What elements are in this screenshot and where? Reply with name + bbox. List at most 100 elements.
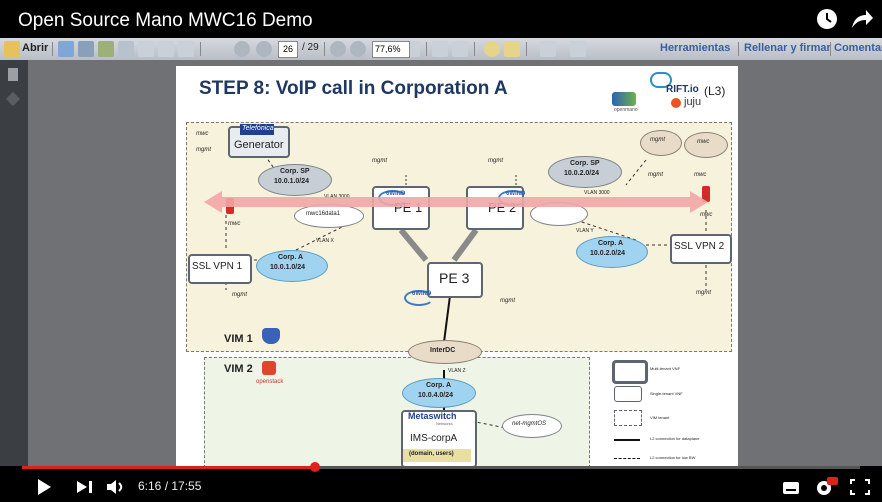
openstack-icon <box>262 361 276 375</box>
ssl-vpn-1-node <box>188 254 252 284</box>
email-icon[interactable] <box>178 41 194 57</box>
vlan-y-label: VLAN Y <box>576 228 594 234</box>
highlight-icon[interactable] <box>504 41 520 57</box>
right-mgmt-label: mgmt <box>648 172 663 178</box>
legend-vim-swatch <box>614 410 642 426</box>
ims-sub-bar <box>403 449 471 462</box>
fit-page-icon[interactable] <box>432 41 448 57</box>
page-total-text: / 29 <box>302 42 319 53</box>
ims-sub-label: (domain, users) <box>409 451 454 457</box>
vlan-x-label: VLAN X <box>316 238 334 244</box>
pages-icon[interactable] <box>8 68 18 81</box>
hand-tool-icon[interactable] <box>570 41 586 57</box>
subtitles-icon[interactable] <box>782 481 800 495</box>
corp-a-4-cloud <box>402 378 476 408</box>
corp-a-1-label: Corp. A <box>278 254 304 261</box>
interdc-cloud <box>408 340 482 364</box>
corp-a-1-net: 10.0.1.0/24 <box>270 264 306 271</box>
page-number-input[interactable]: 26 <box>278 41 298 58</box>
rift-logo-text: RIFT.io <box>666 84 699 95</box>
corp-sp-1-net: 10.0.1.0/24 <box>274 178 310 185</box>
volume-icon[interactable] <box>106 479 126 495</box>
voip-call-arrow <box>204 191 708 213</box>
pe2-mgmt-label: mgmt <box>488 158 503 164</box>
vim2-label: VIM 2 <box>224 363 253 375</box>
watch-later-icon[interactable] <box>816 8 838 30</box>
cloud-icon[interactable] <box>118 41 134 57</box>
progress-scrubber[interactable] <box>310 462 320 472</box>
fit-width-icon[interactable] <box>452 41 468 57</box>
pe3-6wind-logo <box>404 290 434 306</box>
vim2-area <box>204 357 590 468</box>
vpn1-mgmt-label: mgmt <box>232 292 247 298</box>
slide-title: STEP 8: VoIP call in Corporation A <box>199 78 508 99</box>
edit-icon[interactable] <box>98 41 114 57</box>
zoom-out-icon[interactable] <box>330 41 346 57</box>
page-up-icon[interactable] <box>234 41 250 57</box>
save-icon[interactable] <box>138 41 154 57</box>
zoom-in-icon[interactable] <box>350 41 366 57</box>
level-tag: (L3) <box>704 84 726 98</box>
zoom-field[interactable]: 77,6% <box>372 41 410 58</box>
combine-icon[interactable] <box>78 41 94 57</box>
ssl-vpn-2-node <box>670 234 732 264</box>
next-icon[interactable] <box>76 480 94 494</box>
video-title-bar <box>0 0 882 38</box>
ssl-vpn-1-label: SSL VPN 1 <box>192 261 243 272</box>
pe1-6wind-text: 6WIND <box>386 191 406 197</box>
net-mgmt-label: net-mgmtOS <box>512 421 547 427</box>
tools-button[interactable]: Herramientas <box>660 42 731 54</box>
pe3-6wind-text: 6WIND <box>412 291 432 297</box>
juju-logo-text: juju <box>684 96 702 108</box>
generator-mwc-label: mwc <box>196 131 209 137</box>
vim1-label: VIM 1 <box>224 333 253 345</box>
vlan-3000-right: VLAN 3000 <box>584 190 610 196</box>
phone-right-mwc-label: mwc <box>700 212 713 218</box>
open-button[interactable]: Abrir <box>22 42 49 54</box>
expand-icon[interactable] <box>540 41 556 57</box>
corp-a-4-label: Corp. A <box>426 382 452 389</box>
fullscreen-icon[interactable] <box>850 479 870 495</box>
video-title[interactable]: Open Source Mano MWC16 Demo <box>18 10 313 31</box>
pe3-node <box>427 262 483 298</box>
juju-logo <box>671 98 681 108</box>
comment-icon[interactable] <box>484 41 500 57</box>
vpn2-mgmt-label: mgmt <box>696 290 711 296</box>
rift-cloud-logo <box>650 72 672 88</box>
legend-l2-data-swatch <box>614 439 640 441</box>
corp-sp-2-net: 10.0.2.0/24 <box>564 170 600 177</box>
generator-label: Generator <box>234 139 284 151</box>
progress-track[interactable] <box>22 466 860 469</box>
fill-sign-button[interactable]: Rellenar y firmar <box>744 42 831 54</box>
settings-icon[interactable] <box>814 476 838 498</box>
corp-sp-1-label: Corp. SP <box>280 168 310 175</box>
mgmt-cloud-top <box>640 130 682 156</box>
legend-l2-low-swatch <box>614 458 640 459</box>
play-icon[interactable] <box>36 478 52 496</box>
legend-multi-label: Multi-tenant VNF <box>650 366 681 371</box>
pe2-6wind-text: 6WIND <box>506 191 526 197</box>
corp-sp-2-cloud <box>548 156 622 188</box>
create-pdf-icon[interactable] <box>58 41 74 57</box>
metaswitch-logo-text: Metaswitch <box>408 411 457 421</box>
mwc-cloud-top <box>684 132 728 158</box>
telefonica-logo <box>240 124 274 135</box>
comment-button[interactable]: Comentari <box>834 42 882 54</box>
page-down-icon[interactable] <box>256 41 272 57</box>
corp-sp-2-label: Corp. SP <box>570 160 600 167</box>
interdc-label: InterDC <box>430 347 456 354</box>
openmano-logo-text: openmano <box>614 107 638 113</box>
ssl-vpn-2-label: SSL VPN 2 <box>674 241 725 252</box>
open-folder-icon[interactable] <box>4 41 20 57</box>
left-navigation-panel <box>0 60 28 466</box>
corp-a-2-cloud <box>576 236 648 268</box>
signature-icon[interactable] <box>5 91 21 107</box>
zoom-dropdown-icon[interactable] <box>410 41 420 57</box>
legend-single-swatch <box>614 386 642 402</box>
mwc-cloud-top-label: mwc <box>697 139 710 145</box>
right-mwc-label: mwc <box>694 172 707 178</box>
corp-a-1-cloud <box>256 250 328 282</box>
progress-played <box>22 466 315 469</box>
share-icon[interactable] <box>850 8 874 30</box>
print-icon[interactable] <box>158 41 174 57</box>
